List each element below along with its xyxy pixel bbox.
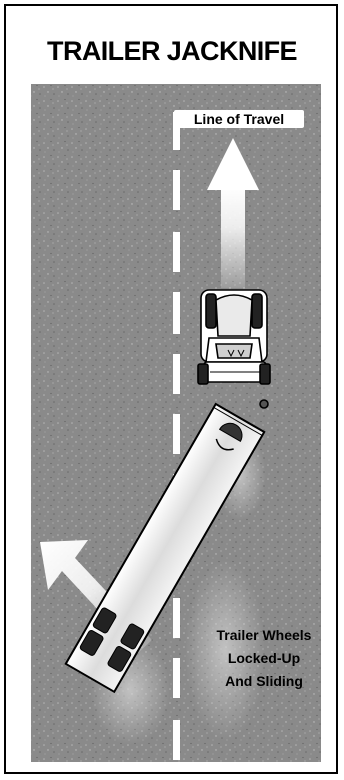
lane-center-line	[173, 112, 180, 760]
trailer-wheels-label-line: Trailer Wheels	[196, 624, 332, 647]
trailer-wheels-label-line: Locked-Up	[196, 647, 332, 670]
trailer-wheels-label-line: And Sliding	[196, 670, 332, 693]
line-of-travel-label: Line of Travel	[174, 110, 304, 128]
trailer-wheels-label: Trailer Wheels Locked-Up And Sliding	[196, 624, 332, 693]
